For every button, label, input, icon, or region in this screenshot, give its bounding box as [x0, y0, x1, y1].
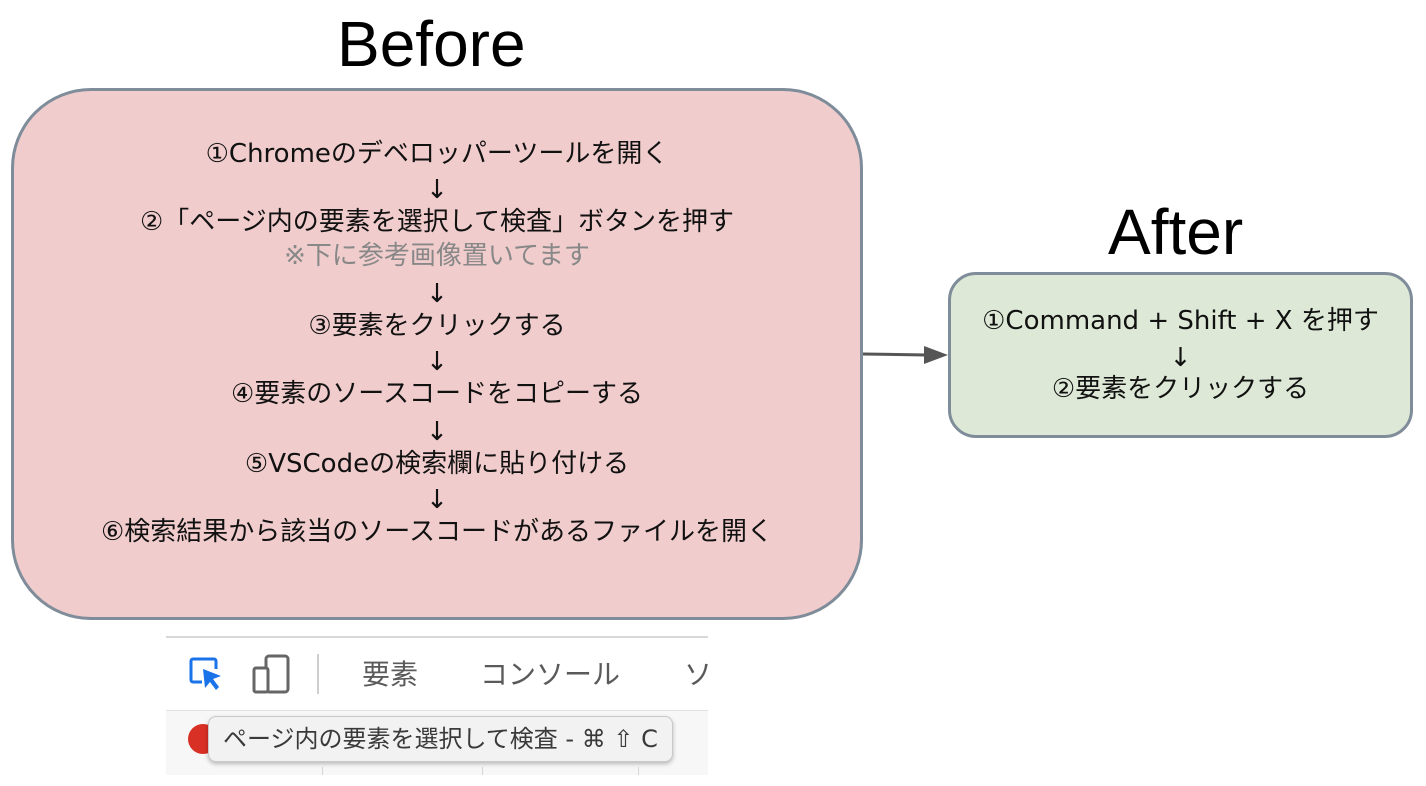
connector-line — [862, 352, 927, 357]
reference-note: ※下に参考画像置いてます — [284, 241, 590, 271]
flow-arrow: ↓ — [426, 417, 448, 447]
after-title: After — [1108, 196, 1244, 268]
devtools-toolbar: 要素 コンソール ソ — [166, 638, 708, 708]
grid-tick — [322, 767, 323, 775]
after-box: ①Command + Shift + X を押す ↓ ②要素をクリックする — [948, 272, 1413, 438]
tab-elements[interactable]: 要素 — [362, 658, 419, 691]
before-step-3: ③要素をクリックする — [308, 311, 566, 341]
before-step-4: ④要素のソースコードをコピーする — [230, 379, 643, 409]
before-title: Before — [337, 8, 526, 80]
tab-console[interactable]: コンソール — [480, 658, 621, 691]
flow-arrow: ↓ — [426, 347, 448, 377]
after-step-1: ①Command + Shift + X を押す — [982, 306, 1379, 336]
before-box: ①Chromeのデベロッパーツールを開く ↓ ②「ページ内の要素を選択して検査」… — [11, 88, 863, 620]
tab-sources[interactable]: ソ — [684, 658, 708, 692]
before-step-2: ②「ページ内の要素を選択して検査」ボタンを押す — [139, 207, 734, 237]
inspect-element-icon[interactable] — [188, 656, 224, 696]
flow-arrow: ↓ — [426, 175, 448, 205]
grid-tick — [482, 767, 483, 775]
before-step-6: ⑥検索結果から該当のソースコードがあるファイルを開く — [100, 517, 773, 547]
toolbar-divider — [317, 654, 319, 694]
flow-arrow: ↓ — [426, 485, 448, 515]
devtools-reference-image: 要素 コンソール ソ ページ内の要素を選択して検査 - ⌘ ⇧ C — [166, 636, 708, 776]
before-step-1: ①Chromeのデベロッパーツールを開く — [205, 139, 669, 169]
before-step-5: ⑤VSCodeの検索欄に貼り付ける — [244, 449, 630, 479]
device-toolbar-icon[interactable] — [252, 654, 292, 698]
connector-arrowhead — [924, 346, 948, 364]
after-step-2: ②要素をクリックする — [1051, 374, 1310, 404]
inspect-tooltip: ページ内の要素を選択して検査 - ⌘ ⇧ C — [208, 716, 673, 762]
grid-tick — [638, 767, 639, 775]
flow-arrow: ↓ — [1169, 343, 1192, 373]
flow-arrow: ↓ — [426, 279, 448, 309]
